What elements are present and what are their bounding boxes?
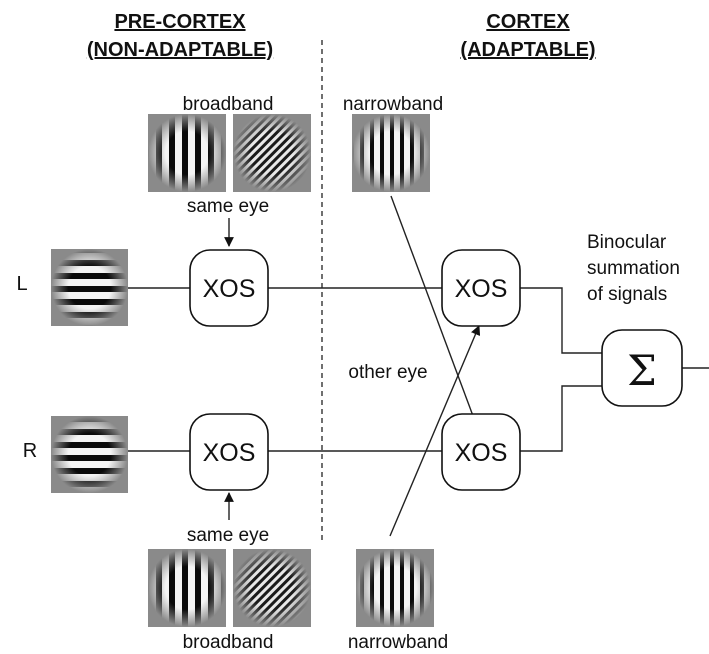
xos-label: XOS [455,275,508,303]
xos-label: XOS [203,439,256,467]
narrowband-bottom-label: narrowband [348,632,448,653]
xos-precortex-right-node: XOS [189,413,269,491]
binocular-label-line2: summation [587,258,680,279]
narrowband-grating-icon [352,114,430,192]
oblique-grating-icon [233,549,311,627]
cortex-left-output-wire [520,287,602,354]
summation-node: Σ [601,329,683,407]
precortex-title: PRE-CORTEX [114,11,246,33]
vertical-grating-icon [148,549,226,627]
horizontal-grating-icon [51,249,128,326]
broadband-top-label: broadband [183,94,274,115]
xos-cortex-right-node: XOS [441,413,521,491]
vertical-grating-icon [148,114,226,192]
cortex-right-output-wire [520,385,602,452]
xos-precortex-left-node: XOS [189,249,269,327]
left-eye-label: L [16,273,27,295]
narrowband-grating-icon [356,549,434,627]
sigma-symbol: Σ [627,346,657,395]
xos-cortex-left-node: XOS [441,249,521,327]
binocular-label-line1: Binocular [587,232,667,253]
xos-label: XOS [203,275,256,303]
other-eye-arrow-down [390,195,481,433]
oblique-grating-icon [233,114,311,192]
binocular-label-line3: of signals [587,284,667,305]
cortex-title: CORTEX [486,11,570,33]
horizontal-grating-icon [51,416,128,493]
xos-label: XOS [455,439,508,467]
broadband-bottom-label: broadband [183,632,274,653]
narrowband-top-label: narrowband [343,94,443,115]
right-eye-label: R [23,440,37,462]
other-eye-arrow-up [389,325,481,537]
precortex-subtitle: (NON-ADAPTABLE) [87,39,273,61]
same-eye-top-label: same eye [187,196,269,217]
cortex-subtitle: (ADAPTABLE) [460,39,595,61]
other-eye-label-backing [332,360,444,384]
other-eye-label: other eye [348,362,427,383]
same-eye-bottom-label: same eye [187,525,269,546]
